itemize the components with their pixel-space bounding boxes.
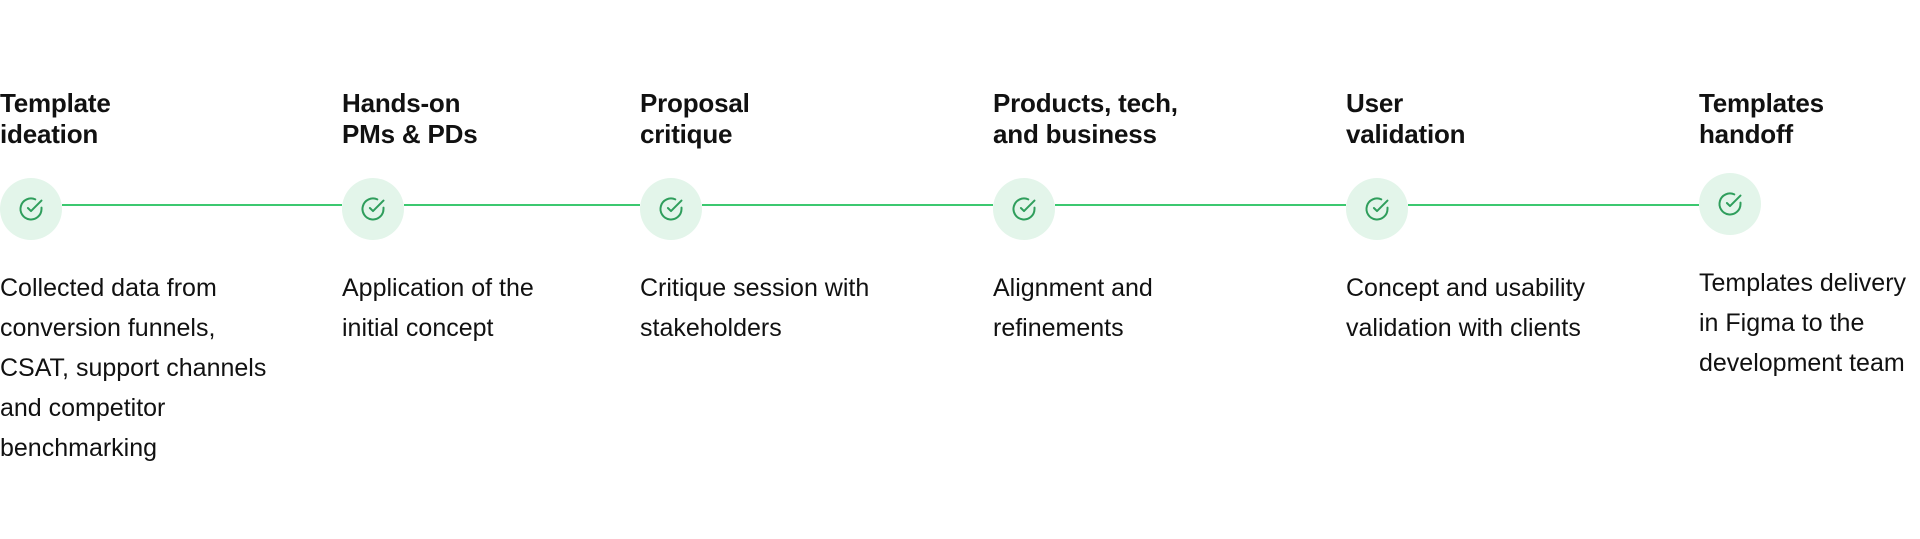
step-description-line: Critique session with [640,274,870,302]
step-description: Concept and usability validation with cl… [1346,268,1585,348]
step-description-line: validation with clients [1346,314,1581,342]
step-description-line: conversion funnels, [0,314,216,342]
timeline-step-products-tech-business: Products, tech, and business Alignment a… [993,88,1178,342]
step-description-line: Templates delivery [1699,269,1907,297]
step-description: Application of the initial concept [342,268,534,348]
check-circle-icon [659,197,683,221]
step-description-line: initial concept [342,314,494,342]
step-description-line: Alignment and [993,274,1153,302]
step-title: Proposal critique [640,88,750,149]
step-description-line: benchmarking [0,434,158,462]
step-description-line: CSAT, support channels [0,354,267,382]
timeline-step-proposal-critique: Proposal critique Critique session with … [640,88,869,342]
step-title: User validation [1346,88,1466,149]
step-title: Hands-on PMs & PDs [342,88,478,149]
step-description: Alignment and refinements [993,268,1153,348]
step-title: Template ideation [0,88,111,149]
step-description-line: development team [1699,349,1905,377]
step-description-line: stakeholders [640,314,782,342]
timeline-connector [1055,204,1346,206]
timeline-step-hands-on: Hands-on PMs & PDs Application of the in… [342,88,534,342]
step-node [1346,178,1408,240]
step-node [640,178,702,240]
step-description-line: and competitor [0,394,166,422]
timeline-connector [404,204,640,206]
check-circle-icon [19,197,43,221]
step-node [0,178,62,240]
timeline-step-templates-handoff: Templates handoff Templates delivery in … [1699,88,1906,377]
step-node [993,178,1055,240]
timeline-step-template-ideation: Template ideation Collected data from co… [0,88,266,462]
step-description-line: Concept and usability [1346,274,1586,302]
step-description-line: Application of the [342,274,534,302]
check-circle-icon [1365,197,1389,221]
check-circle-icon [361,197,385,221]
step-description: Critique session with stakeholders [640,268,869,348]
step-title: Products, tech, and business [993,88,1178,149]
step-description: Templates delivery in Figma to the devel… [1699,263,1906,383]
timeline-step-user-validation: User validation Concept and usability va… [1346,88,1585,342]
timeline-connector [1408,204,1699,206]
step-node [1699,173,1761,235]
step-description-line: Collected data from [0,274,217,302]
step-title: Templates handoff [1699,88,1824,149]
timeline-connector [62,204,342,206]
check-circle-icon [1012,197,1036,221]
check-circle-icon [1718,192,1742,216]
timeline-connector [702,204,993,206]
step-description-line: refinements [993,314,1124,342]
step-description: Collected data from conversion funnels, … [0,268,266,468]
step-description-line: in Figma to the [1699,309,1865,337]
step-node [342,178,404,240]
